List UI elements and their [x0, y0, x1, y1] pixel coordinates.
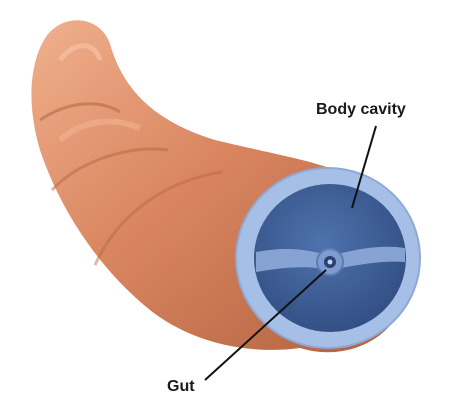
body-cavity-label: Body cavity	[316, 101, 406, 119]
gut-center	[328, 260, 333, 265]
gut-label: Gut	[167, 378, 195, 396]
